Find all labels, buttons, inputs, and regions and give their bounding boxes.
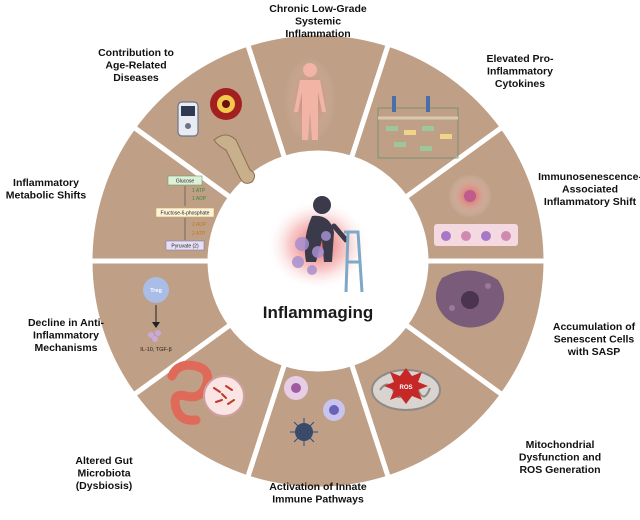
segment-label-line: Inflammatory xyxy=(33,330,99,342)
cytokine-pathway-icon xyxy=(377,96,459,159)
ros-burst-icon xyxy=(384,368,428,404)
senescent-cell-icon xyxy=(435,270,505,328)
human-body-icon xyxy=(284,56,336,144)
segment-label-line: Dysfunction and xyxy=(519,452,601,464)
treg-output-label: IL-10, TGF-β xyxy=(140,347,172,353)
glucose-label: Glucose xyxy=(176,179,195,185)
segment-label-line: Diseases xyxy=(113,72,159,84)
segment-label-line: Mitochondrial xyxy=(526,439,595,451)
segment-label-line: with SASP xyxy=(567,346,621,358)
immune-cells-icon xyxy=(434,174,518,246)
pyruvate-label: Pyruvate (2) xyxy=(171,244,199,250)
segment-label-line: Inflammatory xyxy=(13,177,79,189)
segment-label-line: Activation of Innate xyxy=(269,481,367,493)
atp2-label: 2 ATP xyxy=(192,231,206,237)
treg-label: Treg xyxy=(150,288,162,294)
segment-label-line: Metabolic Shifts xyxy=(6,190,87,202)
treg-cell-icon: Treg IL-10, TGF-β xyxy=(140,277,172,353)
segment-label-line: Inflammatory Shift xyxy=(544,196,637,208)
atp1-label: 1 ATP xyxy=(192,188,206,194)
segment-label-line: Associated xyxy=(562,184,618,196)
ros-label: ROS xyxy=(399,385,412,391)
segment-label-line: Altered Gut xyxy=(75,455,133,467)
segment-label-line: Chronic Low-Grade xyxy=(269,3,367,15)
gut-microbiota-icon xyxy=(167,360,245,425)
segment-label-line: Elevated Pro- xyxy=(486,53,554,65)
segment-label-line: Microbiota xyxy=(77,468,130,480)
center-title: Inflammaging xyxy=(263,303,374,322)
segment-label-line: ROS Generation xyxy=(519,464,600,476)
adp1-label: 1 ADP xyxy=(192,196,207,202)
segment-label-line: Inflammatory xyxy=(487,66,553,78)
segment-label-line: Systemic xyxy=(295,16,341,28)
segment-label-line: Decline in Anti- xyxy=(28,317,105,329)
segment-label-line: Cytokines xyxy=(495,78,545,90)
glycolysis-pathway-icon: Glucose 1 ATP 1 ADP Fructose-6-phosphate… xyxy=(155,175,215,251)
segment-label-line: Contribution to xyxy=(98,47,174,59)
segment-label-line: (Dysbiosis) xyxy=(76,480,133,492)
segment-label-line: Immunosenescence- xyxy=(538,171,640,183)
segment-label-line: Age-Related xyxy=(105,60,166,72)
segment-label-line: Senescent Cells xyxy=(554,334,635,346)
adp2-label: 2 ADP xyxy=(192,222,207,228)
f6p-label: Fructose-6-phosphate xyxy=(161,211,210,217)
elderly-person-icon xyxy=(266,196,370,293)
segment-label-line: Inflammation xyxy=(285,28,350,40)
segment-label-line: Mechanisms xyxy=(34,342,97,354)
innate-immune-cells-icon xyxy=(284,376,345,446)
segment-label-line: Accumulation of xyxy=(553,321,636,333)
mitochondrion-icon: ROS xyxy=(371,368,441,411)
segment-label-line: Immune Pathways xyxy=(272,494,364,506)
age-related-diseases-icon xyxy=(177,88,256,184)
